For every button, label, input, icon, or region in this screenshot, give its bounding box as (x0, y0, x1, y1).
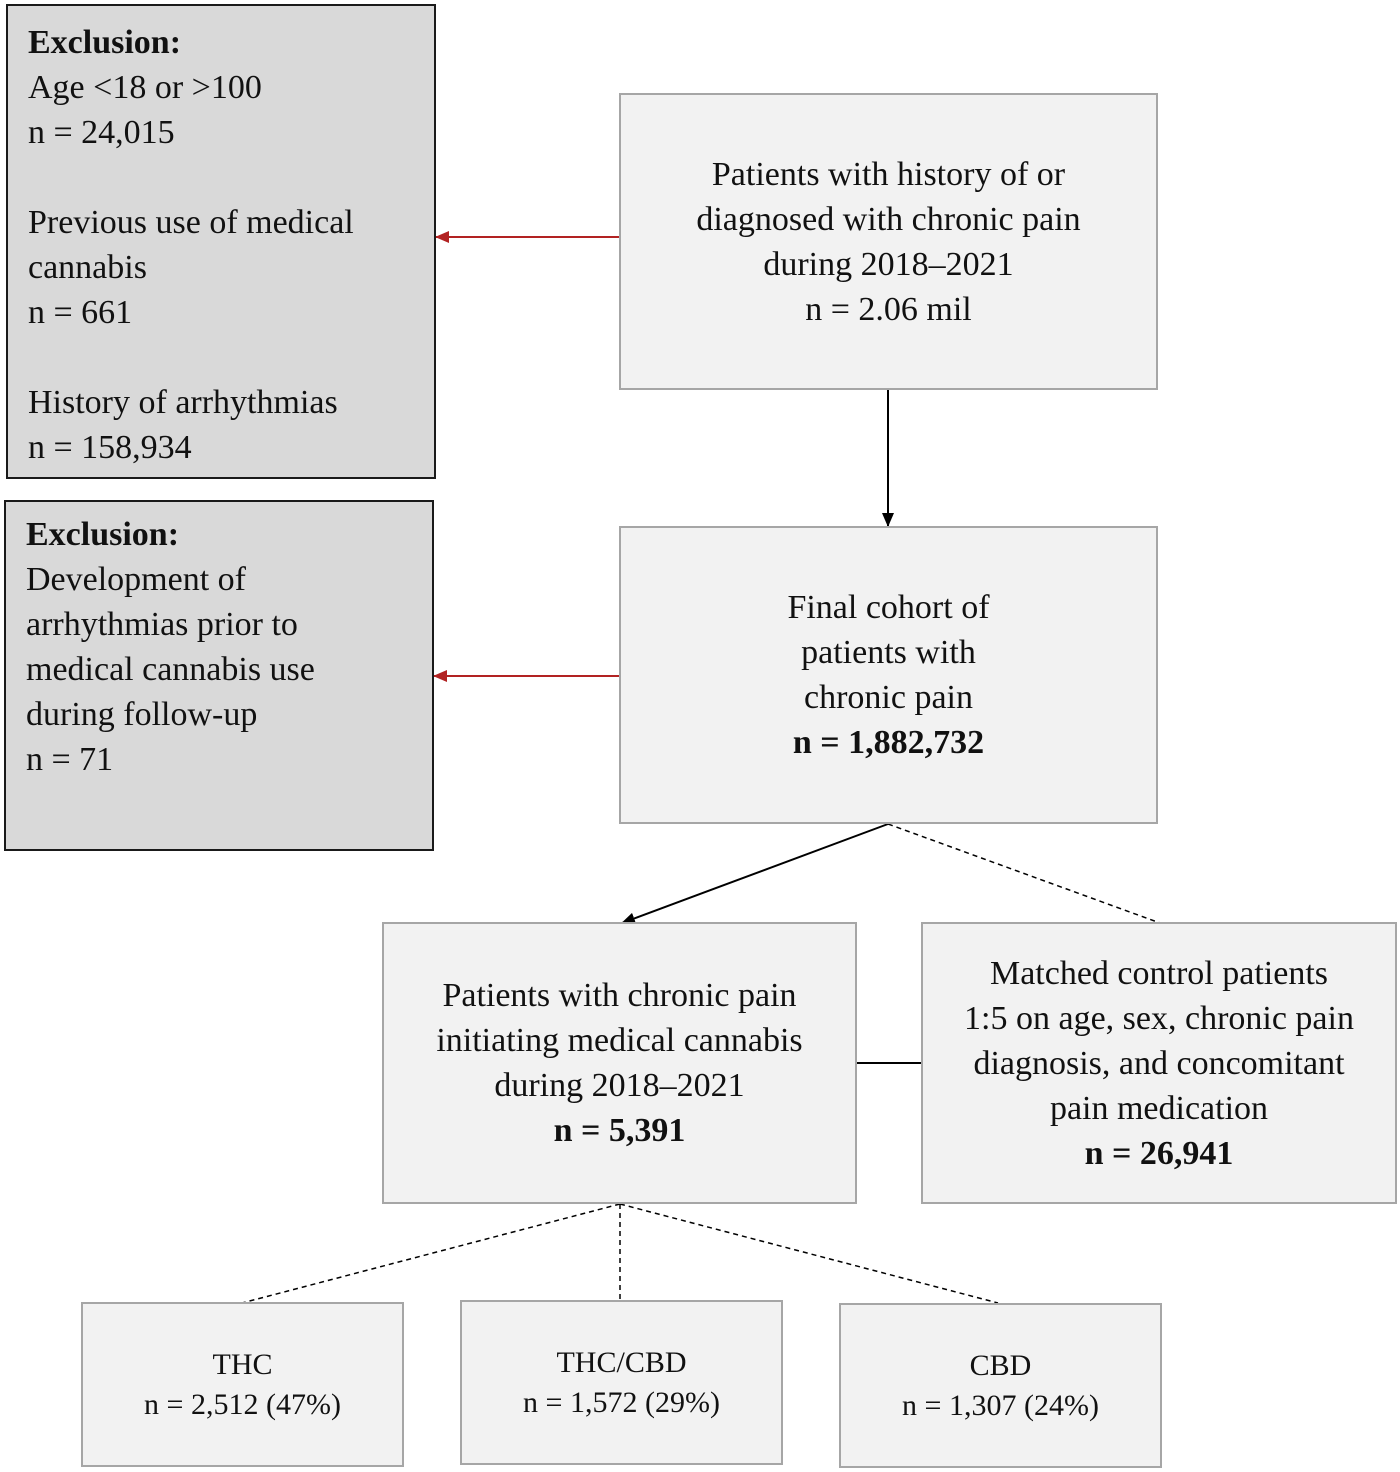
subgroup-count: n = 1,307 (24%) (902, 1388, 1099, 1422)
final-cohort-box: Final cohort of patients with chronic pa… (619, 526, 1158, 824)
cohort-line: diagnosis, and concomitant (973, 1044, 1345, 1082)
criterion-label: Previous use of medical (28, 204, 354, 241)
subgroup-count: n = 1,572 (29%) (523, 1385, 720, 1419)
criterion-count: n = 24,015 (28, 114, 175, 151)
exclusion-line: during follow-up (26, 696, 258, 733)
exclusion-criterion-arrhythmia-history: History of arrhythmias n = 158,934 (28, 380, 414, 470)
cohort-line: patients with (801, 634, 976, 671)
exclusion-heading: Exclusion: (26, 516, 180, 553)
criterion-label: History of arrhythmias (28, 384, 338, 421)
subgroup-count: n = 2,512 (47%) (144, 1387, 341, 1421)
cohort-line: chronic pain (804, 679, 973, 716)
cohort-line: Patients with chronic pain (442, 977, 797, 1014)
cohort-line: during 2018–2021 (763, 245, 1014, 283)
criterion-count: n = 661 (28, 294, 133, 331)
cohort-count: n = 2.06 mil (805, 290, 972, 328)
criterion-label: Age <18 or >100 (28, 69, 262, 106)
criterion-count: n = 158,934 (28, 429, 192, 466)
cohort-count: n = 1,882,732 (792, 724, 985, 761)
exclusion-box-initial: Exclusion: Age <18 or >100 n = 24,015 Pr… (6, 4, 436, 479)
exclusion-criterion-prior-cannabis: Previous use of medical cannabis n = 661 (28, 200, 414, 335)
cohort-line: initiating medical cannabis (436, 1022, 803, 1059)
exclusion-box-followup: Exclusion: Development of arrhythmias pr… (4, 500, 434, 851)
criterion-label-cont: cannabis (28, 249, 147, 286)
cohort-line: diagnosed with chronic pain (696, 200, 1081, 238)
subgroup-name: THC (212, 1347, 273, 1381)
subgroup-cbd-box: CBD n = 1,307 (24%) (839, 1303, 1162, 1468)
cohort-line: pain medication (1049, 1089, 1269, 1127)
dashed-to-cbd (619, 1203, 999, 1304)
exclusion-count: n = 71 (26, 741, 114, 778)
cohort-line: Final cohort of (787, 589, 990, 626)
exclusion-line: Development of (26, 561, 246, 598)
cohort-line: Patients with history of or (711, 155, 1066, 193)
exclusion-heading: Exclusion: (28, 24, 182, 61)
cohort-line: during 2018–2021 (494, 1067, 745, 1104)
cannabis-initiators-box: Patients with chronic pain initiating me… (382, 922, 857, 1204)
subgroup-name: THC/CBD (556, 1345, 687, 1379)
source-cohort-box: Patients with history of or diagnosed wi… (619, 93, 1158, 390)
exclusion-line: arrhythmias prior to (26, 606, 298, 643)
cohort-line: Matched control patients (989, 954, 1328, 992)
cohort-line: 1:5 on age, sex, chronic pain (964, 999, 1354, 1037)
subgroup-thc-cbd-box: THC/CBD n = 1,572 (29%) (460, 1300, 783, 1465)
exclusion-line: medical cannabis use (26, 651, 315, 688)
cohort-count: n = 26,941 (1084, 1134, 1234, 1172)
dashed-final-to-controls (887, 823, 1161, 924)
subgroup-thc-box: THC n = 2,512 (47%) (81, 1302, 404, 1467)
dashed-to-thc (241, 1203, 621, 1304)
subgroup-name: CBD (969, 1348, 1032, 1382)
exclusion-criterion-age: Exclusion: Age <18 or >100 n = 24,015 (28, 20, 414, 155)
matched-controls-box: Matched control patients 1:5 on age, sex… (921, 922, 1397, 1204)
arrow-final-to-initiators (621, 823, 889, 925)
cohort-count: n = 5,391 (553, 1112, 686, 1149)
